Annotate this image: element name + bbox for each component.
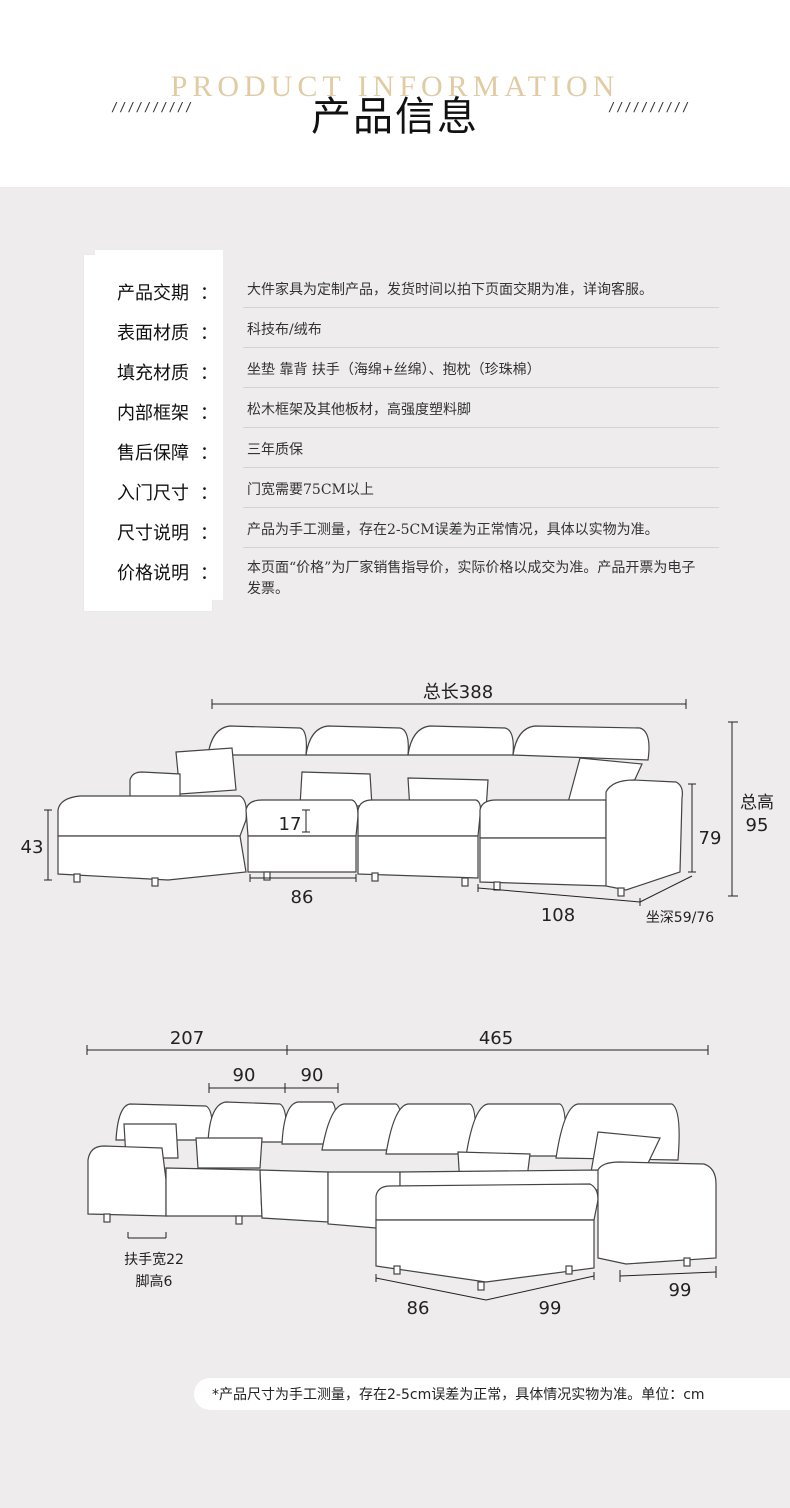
divider [243,387,719,388]
spec-colon: ： [200,443,218,464]
dim-backrest-a: 90 [233,1065,256,1086]
spec-label: 填充材质 [117,363,189,384]
dim-chaise-width: 86 [407,1298,430,1319]
spec-label: 入门尺寸 [117,483,189,504]
spec-colon: ： [200,563,218,584]
sofa-front-diagram: 总长388 43 17 86 108 79 总高 95 坐深59/76 [21,682,774,926]
spec-colon: ： [200,483,218,504]
sofa-layout-illustration [87,1101,717,1291]
spec-value: 三年质保 [247,442,303,458]
dim-cushion-thickness: 17 [279,814,302,835]
decor-slashes-right: ////////// [608,100,691,114]
dim-seat-height: 43 [21,837,44,858]
dim-right-section: 465 [479,1028,513,1049]
spec-value: 本页面“价格”为厂家销售指导价，实际价格以成交为准。产品开票为电子发票。 [247,560,696,597]
spec-colon: ： [200,523,218,544]
spec-label: 售后保障 [117,443,189,464]
spec-value: 坐垫 靠背 扶手（海绵+丝绵）、抱枕（珍珠棉） [247,362,541,378]
spec-value: 门宽需要75CM以上 [247,482,374,498]
spec-value: 科技布/绒布 [247,322,322,338]
divider [243,547,719,548]
decor-slashes-left: ////////// [111,100,194,114]
spec-label: 内部框架 [117,403,189,424]
spec-colon: ： [200,363,218,384]
dimension-lines-layout [86,1045,709,1239]
dim-total-height-label: 总高 [740,793,774,813]
divider [243,467,719,468]
divider [243,307,719,308]
dim-end-depth: 99 [669,1280,692,1301]
spec-colon: ： [200,403,218,424]
dim-module-width: 86 [291,887,314,908]
spec-colon: ： [200,323,218,344]
title-zh: 产品信息 [311,94,479,140]
dimension-lines-front [44,699,738,906]
spec-value: 松木框架及其他板材，高强度塑料脚 [247,402,471,418]
dim-total-length: 总长388 [423,682,493,703]
dim-armrest-width: 扶手宽22 [124,1251,184,1268]
dim-left-section: 207 [170,1028,204,1049]
dim-backrest-b: 90 [301,1065,324,1086]
label-card [95,250,223,600]
title-en: PRODUCT INFORMATION [170,70,620,103]
spec-label: 表面材质 [117,323,189,344]
spec-colon: ： [200,283,218,304]
dim-total-height: 95 [746,815,769,836]
header: PRODUCT INFORMATION 产品信息 ////////// ////… [0,0,790,187]
spec-label: 价格说明 [117,563,189,584]
dim-chaise-length: 99 [539,1298,562,1319]
divider [243,507,719,508]
divider [243,347,719,348]
dim-seat-depth: 坐深59/76 [646,910,714,926]
footer-note-pill [194,1378,790,1410]
spec-value: 产品为手工测量，存在2-5CM误差为正常情况，具体以实物为准。 [247,522,659,538]
spec-label: 产品交期 [117,283,189,304]
dim-arm-module-width: 108 [541,905,575,926]
dimension-lines-chaise [375,1266,717,1301]
divider [243,427,719,428]
spec-value: 大件家具为定制产品，发货时间以拍下页面交期为准，详询客服。 [247,282,653,298]
spec-label: 尺寸说明 [117,523,189,544]
sofa-front-illustration [57,725,683,897]
footer-note: *产品尺寸为手工测量，存在2-5cm误差为正常，具体情况实物为准。单位：cm [212,1387,705,1403]
sofa-layout-diagram: 207 465 90 90 扶手宽22 脚高6 86 99 99 [86,1028,717,1319]
dim-leg-height: 脚高6 [136,1273,173,1290]
dim-back-height: 79 [699,828,722,849]
